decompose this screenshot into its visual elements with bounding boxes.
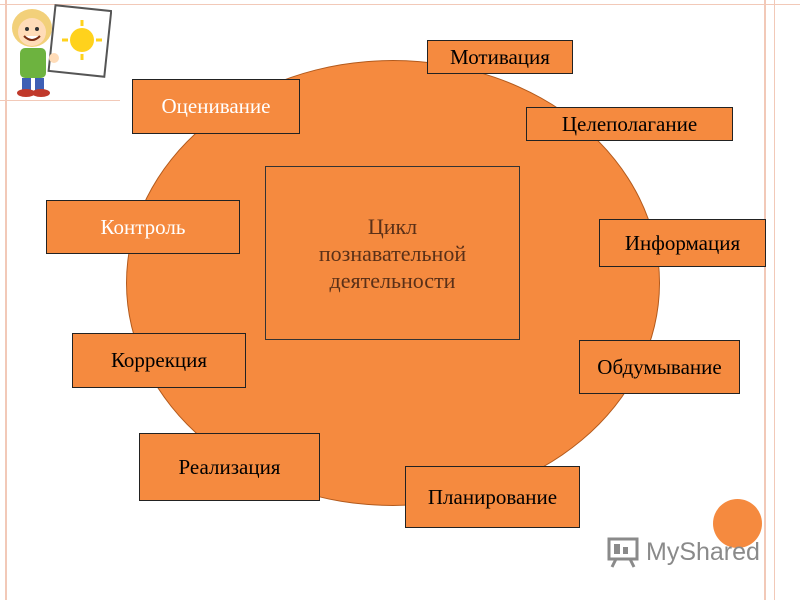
- cycle-center-title: Цикл познавательной деятельности: [265, 166, 520, 340]
- stage-motivation: Мотивация: [427, 40, 573, 74]
- stage-thinking: Обдумывание: [579, 340, 740, 394]
- watermark-logo: MyShared: [606, 532, 760, 572]
- center-title-line: познавательной: [318, 240, 467, 266]
- slide-border-line: [0, 4, 800, 5]
- presentation-board-icon: [607, 537, 639, 568]
- stage-information: Информация: [599, 219, 766, 267]
- watermark-text: MyShared: [646, 537, 760, 566]
- stage-control: Контроль: [46, 200, 240, 254]
- stage-goal-setting: Целеполагание: [526, 107, 733, 141]
- center-title-line: деятельности: [329, 267, 456, 293]
- slide-border-line: [5, 0, 7, 600]
- stage-evaluation: Оценивание: [132, 79, 300, 134]
- stage-correction: Коррекция: [72, 333, 246, 388]
- slide-border-line: [0, 100, 120, 101]
- stage-planning: Планирование: [405, 466, 580, 528]
- slide-border-line: [774, 0, 775, 600]
- decorative-dot: [713, 499, 762, 548]
- center-title-line: Цикл: [367, 213, 418, 239]
- child-holding-drawing-picture: [12, 4, 112, 97]
- slide-border-line: [764, 0, 766, 600]
- stage-realization: Реализация: [139, 433, 320, 501]
